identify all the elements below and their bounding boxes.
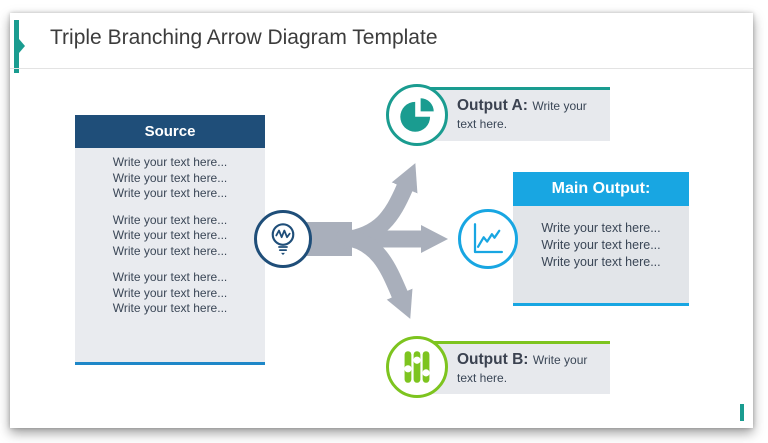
text-line: Write your text here... — [112, 212, 228, 227]
corner-accent-bar — [740, 404, 744, 421]
main-output-body: Write your text here... Write your text h… — [513, 206, 689, 306]
text-line: Write your text here... — [112, 186, 228, 200]
main-output-header: Main Output: — [513, 172, 689, 206]
output-a-title: Output A: — [457, 97, 528, 114]
arrow-branch-down — [336, 228, 413, 319]
text-line: Write your text here... — [541, 221, 661, 235]
page-title: Triple Branching Arrow Diagram Template — [50, 26, 438, 49]
source-body: Write your text here...Write your text h… — [75, 148, 265, 365]
triple-branch-arrow — [306, 163, 448, 319]
output-b-description: Write your text here. — [457, 353, 588, 385]
text-line: Write your text here... — [541, 238, 661, 252]
hub-circle — [254, 210, 312, 268]
main-output-box: Main Output: Write your text here...Writ… — [513, 172, 689, 306]
output-b-title: Output B: — [457, 351, 529, 368]
text-line: Write your text here... — [112, 243, 228, 258]
source-paragraph: Write your text here...Write your text h… — [75, 270, 265, 317]
text-line: Write your text here... — [112, 155, 228, 169]
output-a-description: Write your text here. — [457, 99, 587, 131]
sliders-icon — [404, 351, 430, 383]
output-b-label: Output B: Write your text here. — [430, 341, 610, 394]
source-paragraph: Write your text here...Write your text h… — [75, 155, 265, 202]
source-paragraph: Write your text here...Write your text h… — [75, 213, 265, 260]
pie-chart-icon — [400, 98, 434, 132]
title-accent-arrow-icon — [19, 39, 25, 53]
text-line: Write your text here... — [112, 170, 228, 185]
lightbulb-icon — [271, 223, 295, 256]
title-accent-bar — [14, 20, 19, 73]
text-line: Write your text here... — [112, 285, 228, 300]
text-line: Write your text here... — [112, 301, 228, 315]
text-line: Write your text here... — [112, 228, 228, 242]
output-a-circle — [386, 84, 448, 146]
line-chart-icon — [473, 223, 503, 254]
main-output-circle — [458, 209, 518, 269]
text-line: Write your text here... — [541, 255, 661, 269]
text-line: Write your text here... — [112, 270, 228, 284]
output-a-label: Output A: Write your text here. — [430, 87, 610, 141]
title-divider — [10, 68, 753, 69]
output-b-circle — [386, 336, 448, 398]
source-box: Source Write your text here...Write your… — [75, 115, 265, 365]
source-header: Source — [75, 115, 265, 148]
